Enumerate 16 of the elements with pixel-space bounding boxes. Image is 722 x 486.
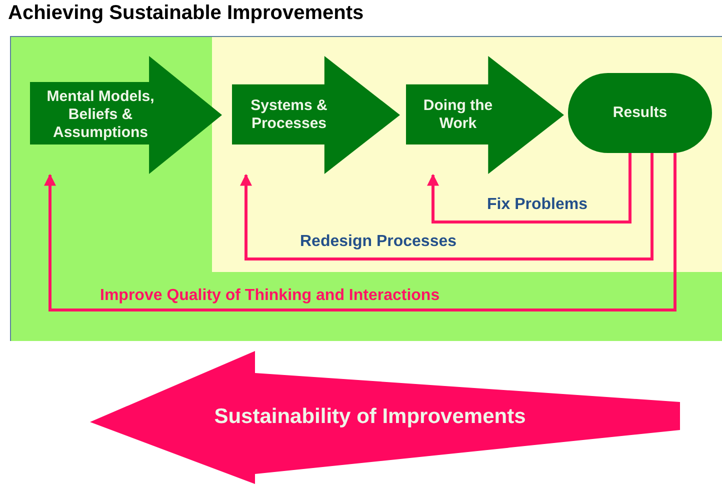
arrow-shape xyxy=(30,56,222,174)
arrow-shape xyxy=(406,56,564,174)
arrow xyxy=(240,153,654,260)
node-label: Results xyxy=(612,103,668,123)
edge-label: Redesign Processes xyxy=(300,233,457,251)
edge-label: Fix Problems xyxy=(487,196,588,214)
node-label: Sustainability of Improvements xyxy=(213,404,527,430)
arrow-shape xyxy=(232,56,400,174)
node-label: Mental Models, Beliefs & Assumptions xyxy=(46,87,156,143)
arrow xyxy=(427,153,632,224)
arrow-shape xyxy=(90,350,680,484)
edge-label: Improve Quality of Thinking and Interactions xyxy=(100,287,440,305)
node-label: Doing the Work xyxy=(422,96,494,134)
node-label: Systems & Processes xyxy=(250,96,328,134)
title: Achieving Sustainable Improvements xyxy=(8,2,364,25)
arrow xyxy=(44,153,676,312)
